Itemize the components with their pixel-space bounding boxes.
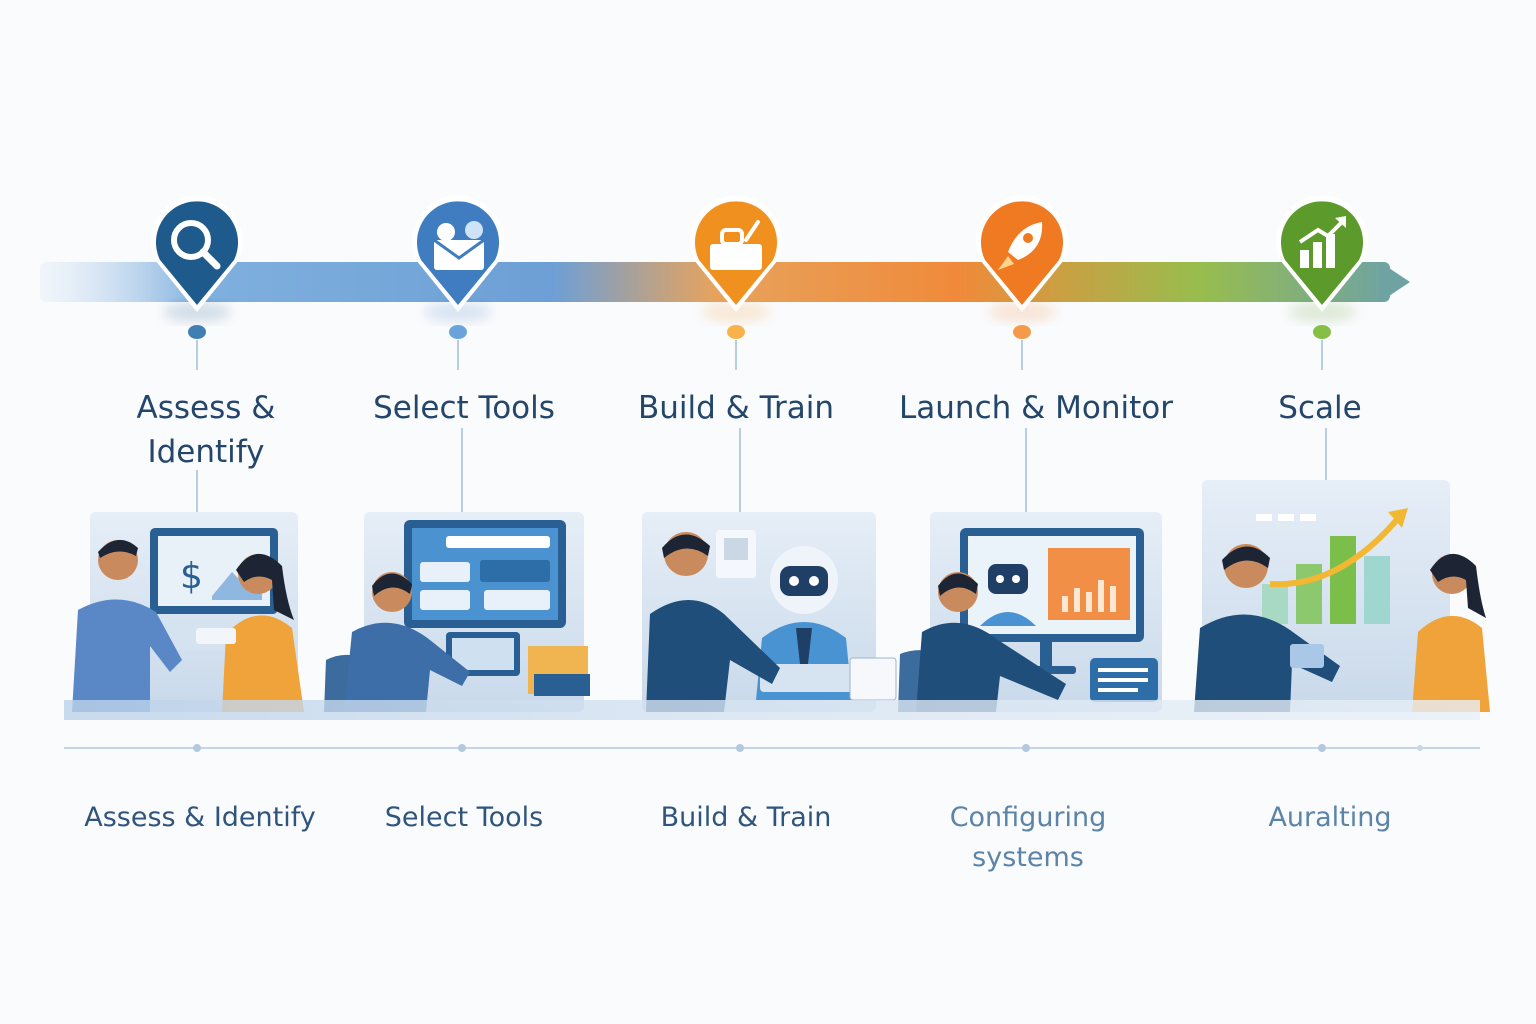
stage-title-build: Build & Train <box>637 390 835 426</box>
pin-scale <box>1276 195 1368 480</box>
pin-dot-select <box>449 325 467 339</box>
pin-select <box>411 195 504 512</box>
pin-dot-assess <box>188 325 206 339</box>
stage-title-scale: Scale <box>1278 390 1362 426</box>
scene-launch <box>898 512 1162 712</box>
stage-title-select: Select Tools <box>373 390 555 426</box>
gear-envelope-icon <box>433 221 485 270</box>
pin-dot-launch <box>1013 325 1031 339</box>
stage-title-launch: Launch & Monitor <box>899 390 1173 426</box>
stage-caption-scale: Auralting <box>1268 802 1392 833</box>
floor-strip <box>64 700 1480 720</box>
magnifier-icon <box>171 220 221 270</box>
pin-dot-scale <box>1313 325 1331 339</box>
pin-assess <box>151 195 243 512</box>
pin-build <box>690 195 782 512</box>
svg-text:$: $ <box>180 556 203 597</box>
growth-chart-icon <box>1298 216 1346 268</box>
pin-dot-build <box>727 325 745 339</box>
scene-assess: $ <box>72 512 304 712</box>
scene-build <box>642 512 897 712</box>
pin-launch <box>976 195 1068 512</box>
rocket-icon <box>998 222 1043 270</box>
stage-caption-build: Build & Train <box>660 802 832 833</box>
lower-timeline <box>64 744 1480 752</box>
scene-scale <box>1194 480 1490 712</box>
stage-caption-assess: Assess & Identify <box>84 802 316 833</box>
stage-caption-select: Select Tools <box>384 802 544 833</box>
toolbox-icon <box>710 220 762 270</box>
stage-caption-launch: Configuring systems <box>949 802 1107 873</box>
scene-select <box>324 512 590 712</box>
stage-pins <box>151 195 1368 512</box>
stage-title-assess: Assess & Identify <box>136 390 276 470</box>
